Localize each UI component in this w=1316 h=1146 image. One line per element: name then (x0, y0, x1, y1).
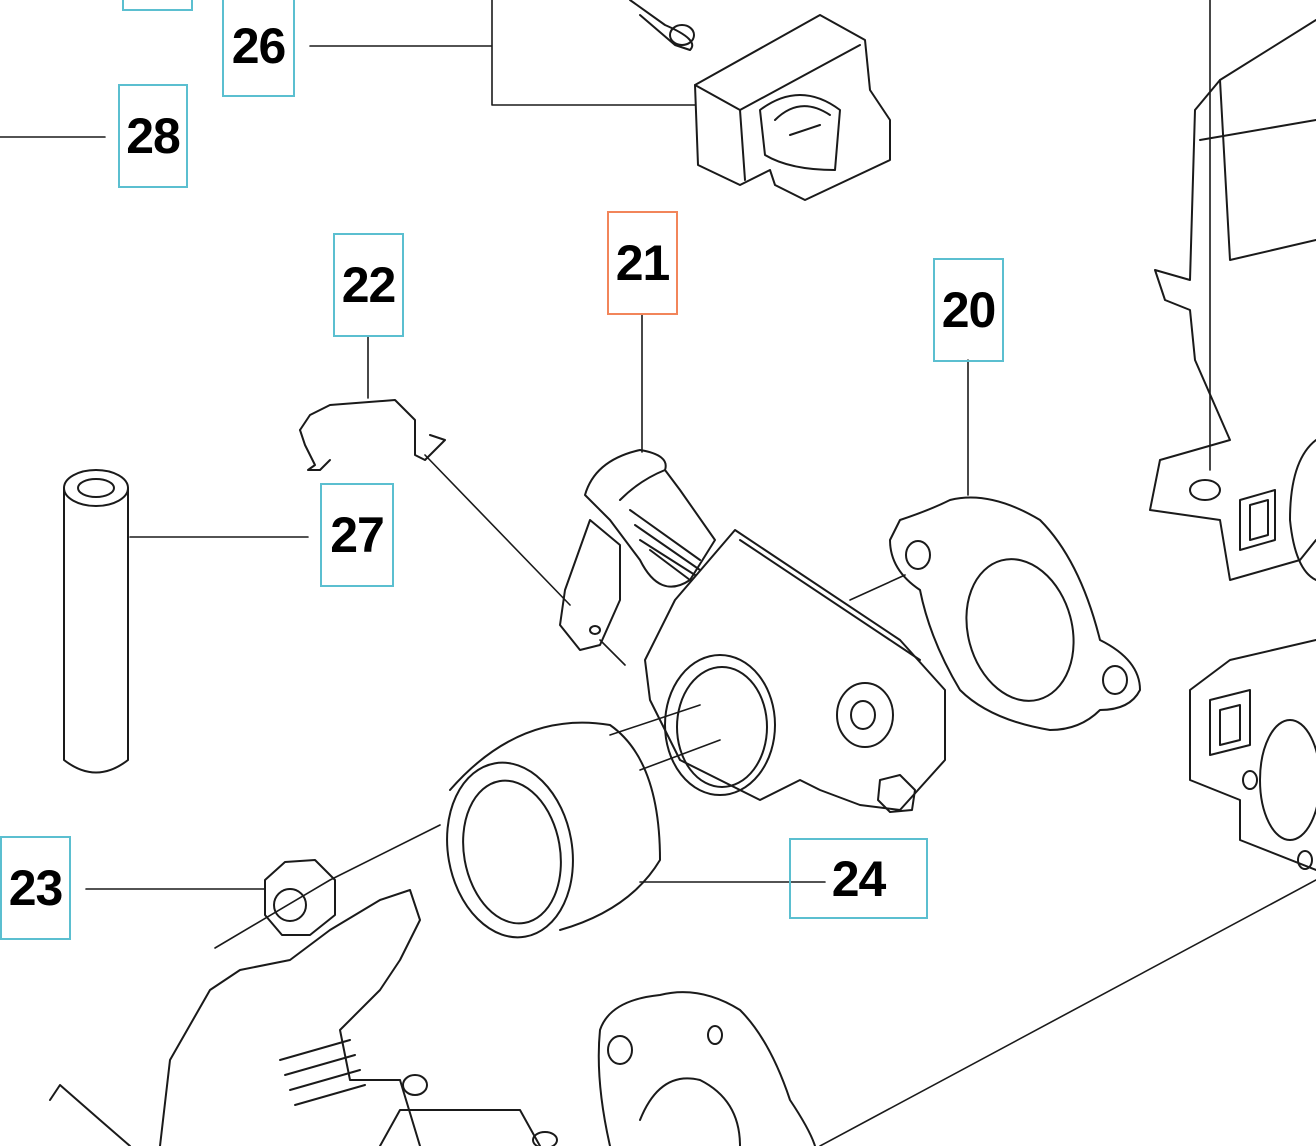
block-part-26 (694, 14, 891, 201)
callout-27[interactable]: 27 (320, 483, 394, 587)
callout-28[interactable]: 28 (118, 84, 188, 188)
throttle-linkage (49, 889, 558, 1146)
nut-part-23 (264, 859, 336, 936)
axis-line-bottom (819, 879, 1316, 1146)
gasket-part-20 (889, 496, 1141, 731)
carburetor-housing (1149, 19, 1316, 871)
sleeve-part-24 (446, 721, 661, 939)
intake-body (644, 529, 946, 813)
callout-21-selected[interactable]: 21 (607, 211, 678, 315)
tube-part-27 (63, 469, 129, 774)
callout-22[interactable]: 22 (333, 233, 404, 337)
callout-partial-cropped[interactable] (122, 0, 193, 11)
callout-26[interactable]: 26 (222, 0, 295, 97)
callout-20[interactable]: 20 (933, 258, 1004, 362)
callout-24[interactable]: 24 (789, 838, 928, 919)
screw-part-21 (559, 449, 716, 651)
leader-26 (309, 0, 696, 106)
callout-23[interactable]: 23 (0, 836, 71, 940)
axis-line-20 (849, 574, 906, 601)
axis-line-24 (609, 704, 721, 771)
gasket-bottom (597, 991, 816, 1146)
leader-22-part (424, 454, 626, 666)
clip-part-22 (299, 399, 446, 471)
axis-line-23 (214, 824, 441, 949)
bolt-part (629, 0, 695, 51)
